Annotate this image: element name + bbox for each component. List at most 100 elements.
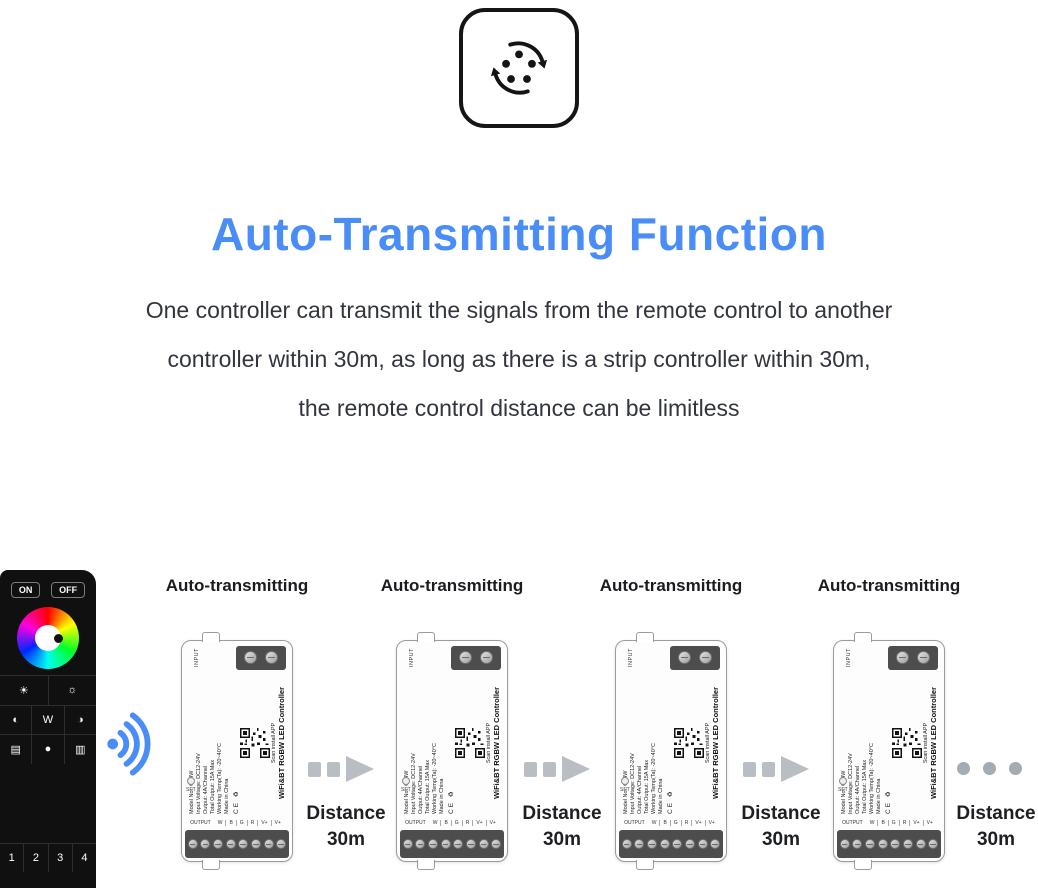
screw-icon [852, 839, 863, 849]
certification-icons: CE ♻ [667, 789, 674, 814]
output-label: OUTPUT [624, 819, 645, 826]
screw-icon [928, 839, 939, 849]
pause-button[interactable]: ● [31, 735, 63, 764]
description-line: One controller can transmit the signals … [145, 297, 893, 323]
distance-label: Distance 30m [741, 803, 821, 850]
distance-label: Distance 30m [306, 803, 386, 850]
set-button-dot[interactable] [186, 777, 195, 785]
mode-left-button[interactable]: ▤ [10, 744, 21, 756]
dot [957, 762, 970, 775]
off-button[interactable]: OFF [51, 582, 86, 598]
on-button[interactable]: ON [10, 582, 41, 598]
mounting-tab [854, 632, 872, 642]
controller-input-section: INPUT [182, 641, 292, 671]
screw-icon [699, 651, 712, 664]
controller-body: Model No.: C04W Input Voltage: DC12-24V … [616, 671, 726, 815]
flow-arrow [308, 756, 374, 782]
input-terminal [670, 645, 720, 670]
controller-body: Model No.: C04W Input Voltage: DC12-24V … [397, 671, 507, 815]
mode-right-button[interactable]: ▥ [63, 735, 96, 764]
screw-icon [187, 839, 198, 849]
mounting-tab [417, 632, 435, 642]
screw-icon [276, 839, 287, 849]
led-controller: INPUT Model No.: C04W Input Voltage: DC1… [181, 632, 293, 870]
screw-icon [902, 839, 913, 849]
set-button-dot[interactable] [838, 777, 847, 785]
controller-slot-2: INPUT Model No.: C04W Input Voltage: DC1… [396, 632, 508, 870]
output-terminal [619, 830, 723, 858]
controller-slot-3: INPUT Model No.: C04W Input Voltage: DC1… [615, 632, 727, 870]
warm-button[interactable]: ◐ [12, 714, 19, 726]
brightness-up-button[interactable]: ☀ [18, 685, 29, 697]
set-button-dot[interactable] [401, 777, 410, 785]
continuation-dots [957, 762, 1022, 775]
screw-icon [710, 839, 721, 849]
arrow-dash [762, 761, 775, 777]
distance-label: Distance 30m [522, 803, 602, 850]
dot [1009, 762, 1022, 775]
certification-icons: CE ♻ [448, 789, 455, 814]
mounting-tab [202, 860, 220, 870]
pin-row: W B G R V+ V+ [867, 819, 936, 826]
page-title: Auto-Transmitting Function [210, 207, 828, 260]
zone-4-button[interactable]: 4 [71, 844, 96, 872]
controller-body: Model No.: C04W Input Voltage: DC12-24V … [182, 671, 292, 815]
screw-icon [238, 839, 249, 849]
screw-icon [265, 651, 278, 664]
white-button[interactable]: W [31, 706, 63, 734]
flow-arrow [524, 756, 590, 782]
set-button[interactable]: SET [401, 777, 411, 793]
input-label: INPUT [846, 648, 852, 667]
remote-control: ON OFF ☀ ☼ ◐ W ◑ ▤ ● ▥ 1 2 3 4 [0, 570, 96, 888]
set-button[interactable]: SET [620, 777, 630, 793]
input-label: INPUT [628, 648, 634, 667]
controller-specs: Model No.: C04W Input Voltage: DC12-24V … [189, 672, 240, 814]
output-pin-labels: OUTPUT W B G R V+ V+ [397, 815, 507, 830]
power-row: ON OFF [0, 582, 96, 598]
screw-icon [864, 839, 875, 849]
arrow-head [562, 756, 590, 782]
led-controller: INPUT Model No.: C04W Input Voltage: DC1… [615, 632, 727, 870]
dot [983, 762, 996, 775]
zone-3-button[interactable]: 3 [47, 844, 72, 872]
brightness-down-button[interactable]: ☼ [47, 676, 97, 705]
arrow-dash [743, 761, 756, 777]
color-wheel[interactable] [17, 607, 79, 669]
zone-2-button[interactable]: 2 [23, 844, 47, 872]
screw-icon [402, 839, 413, 849]
screw-icon [839, 839, 850, 849]
screw-icon [427, 839, 438, 849]
screw-icon [212, 839, 223, 849]
screw-icon [697, 839, 708, 849]
sync-dots-icon [490, 41, 548, 95]
distance-label: Distance 30m [956, 803, 1036, 850]
auto-transmitting-label: Auto-transmitting [165, 576, 309, 595]
screw-icon [244, 651, 257, 664]
screw-icon [684, 839, 695, 849]
auto-transmitting-label: Auto-transmitting [817, 576, 961, 595]
screw-icon [250, 839, 261, 849]
mounting-tab [636, 632, 654, 642]
screw-icon [890, 839, 901, 849]
screw-icon [646, 839, 657, 849]
cool-button[interactable]: ◑ [63, 706, 96, 734]
wifi-signal-icon [103, 702, 165, 791]
zone-buttons: 1 2 3 4 [0, 843, 96, 872]
auto-transmit-icon [459, 8, 579, 128]
set-button-dot[interactable] [620, 777, 629, 785]
output-terminal [400, 830, 504, 858]
screw-icon [225, 839, 236, 849]
controller-body: Model No.: C04W Input Voltage: DC12-24V … [834, 671, 944, 815]
set-button[interactable]: SET [838, 777, 848, 793]
set-button[interactable]: SET [186, 777, 196, 793]
output-pin-labels: OUTPUT W B G R V+ V+ [616, 815, 726, 830]
screw-icon [634, 839, 645, 849]
wheel-knob[interactable] [54, 634, 63, 643]
input-terminal [888, 645, 938, 670]
screw-icon [621, 839, 632, 849]
qr-code [455, 728, 485, 758]
zone-1-button[interactable]: 1 [8, 852, 15, 864]
remote-row-3: ▤ ● ▥ [0, 734, 96, 764]
remote-row-2: ◐ W ◑ [0, 705, 96, 734]
